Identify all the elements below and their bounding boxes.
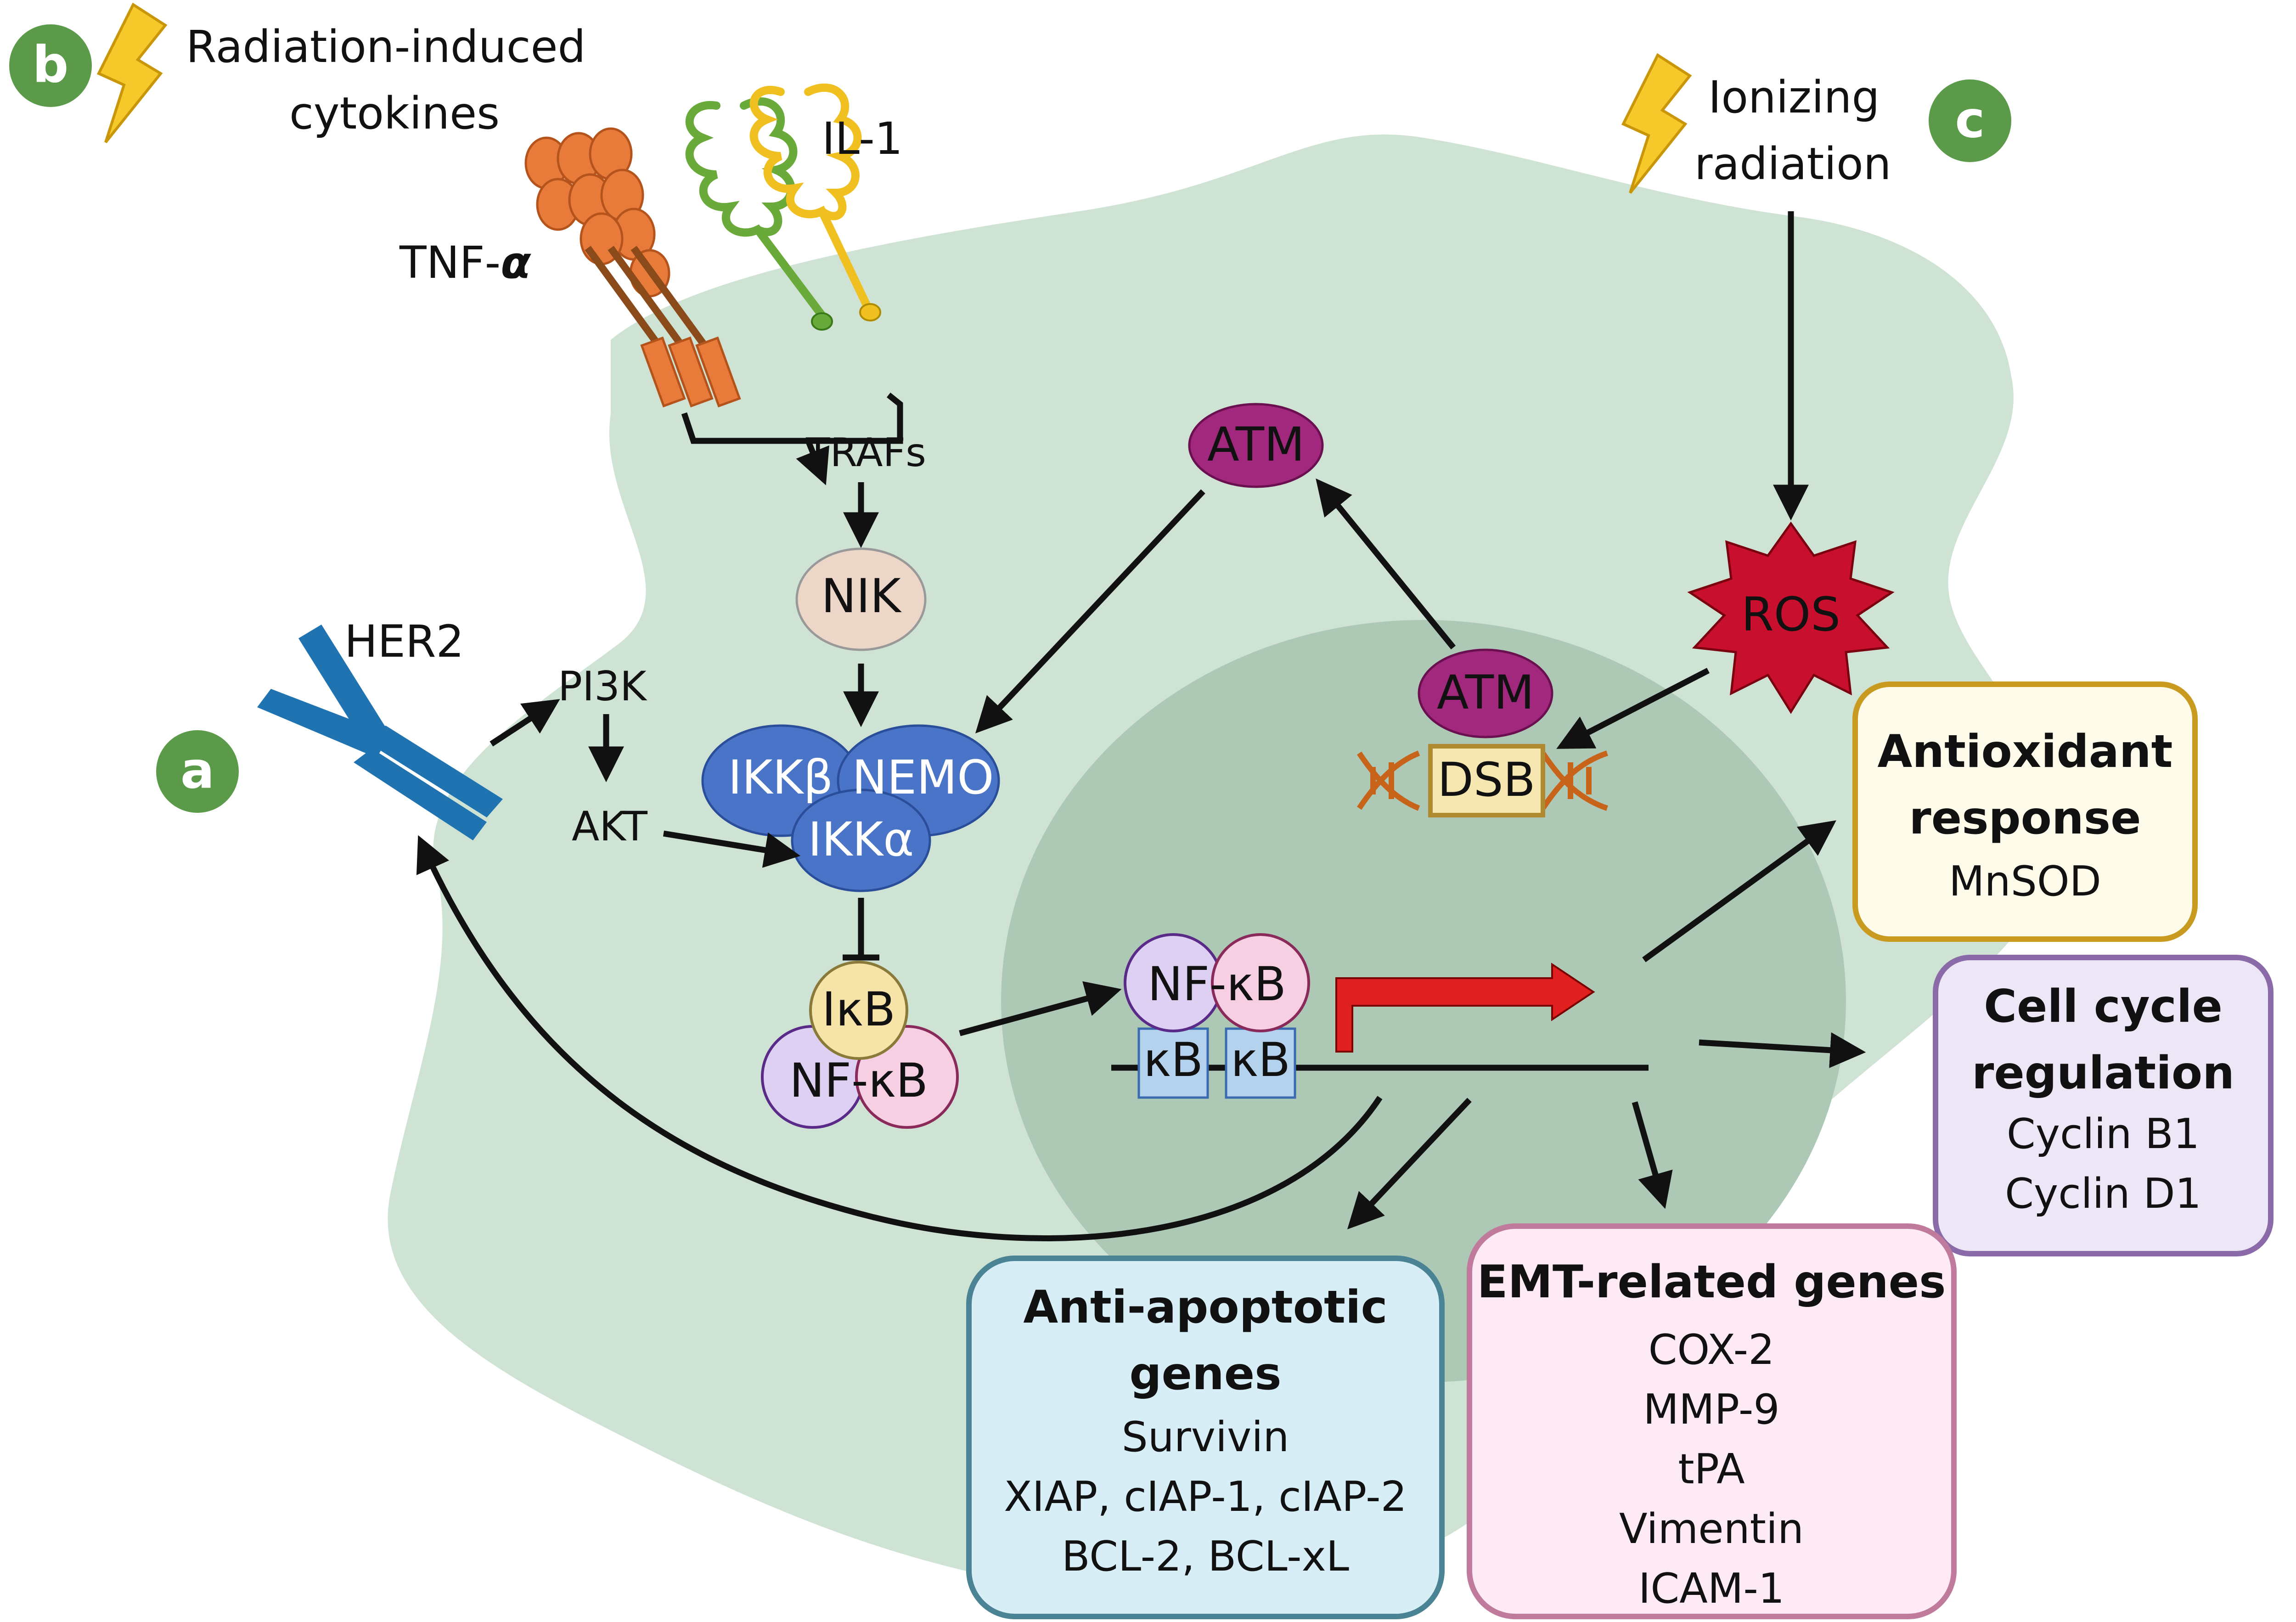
label-her2: HER2 bbox=[344, 616, 464, 667]
arrow-to-anti-apoptotic bbox=[1347, 1098, 1472, 1230]
box-antioxidant: Antioxidant response MnSOD bbox=[1852, 681, 2198, 942]
svg-text:ROS: ROS bbox=[1741, 587, 1840, 642]
svg-text:genes: genes bbox=[1129, 1348, 1281, 1400]
ikb-nfkb-complex: IκB NF-κB bbox=[761, 961, 959, 1129]
svg-text:response: response bbox=[1909, 792, 2141, 845]
svg-text:Cell cycle: Cell cycle bbox=[1984, 980, 2223, 1033]
nemo-label: NEMO bbox=[852, 750, 994, 805]
svg-text:b: b bbox=[33, 35, 69, 94]
arrow-to-cell-cycle bbox=[1699, 1032, 1866, 1068]
kb-site-2: κB bbox=[1231, 1033, 1290, 1087]
arrow-nfkb-translocation bbox=[959, 981, 1122, 1036]
tnf-receptor bbox=[524, 127, 741, 408]
svg-text:COX-2: COX-2 bbox=[1649, 1326, 1775, 1374]
dsb-node: DSB bbox=[1428, 744, 1545, 817]
arrow-receptor-trafs bbox=[796, 439, 829, 485]
svg-text:ICAM-1: ICAM-1 bbox=[1638, 1565, 1784, 1613]
transcription-arrow bbox=[1335, 963, 1595, 1053]
label-radiation-cytokines-2: cytokines bbox=[289, 88, 500, 139]
svg-text:regulation: regulation bbox=[1972, 1047, 2234, 1099]
arrow-feedback-her2 bbox=[416, 835, 1383, 1242]
arrow-akt-ikk bbox=[663, 830, 801, 868]
arrow-atm-ikk bbox=[975, 489, 1205, 734]
panel-badge-a: a bbox=[156, 730, 239, 813]
svg-text:c: c bbox=[1955, 90, 1985, 149]
label-radiation: radiation bbox=[1694, 138, 1891, 190]
arrow-to-antioxidant bbox=[1642, 820, 1836, 963]
label-akt: AKT bbox=[572, 803, 648, 850]
svg-text:XIAP, cIAP-1, cIAP-2: XIAP, cIAP-1, cIAP-2 bbox=[1004, 1473, 1407, 1521]
nfkb-cyto-label: NF-κB bbox=[789, 1053, 928, 1108]
atm-node-top: ATM bbox=[1188, 403, 1324, 488]
ros-node: ROS bbox=[1687, 521, 1895, 714]
il1-receptor bbox=[685, 83, 881, 331]
lightning-icon bbox=[96, 2, 168, 143]
svg-text:Cyclin D1: Cyclin D1 bbox=[2005, 1170, 2201, 1218]
svg-text:tPA: tPA bbox=[1678, 1445, 1745, 1493]
svg-text:a: a bbox=[180, 741, 214, 800]
label-ionizing: Ionizing bbox=[1708, 72, 1880, 123]
svg-text:Antioxidant: Antioxidant bbox=[1877, 726, 2172, 778]
panel-badge-c: c bbox=[1929, 79, 2011, 162]
label-radiation-cytokines-1: Radiation-induced bbox=[186, 21, 585, 73]
ikk-alpha-label: IKKα bbox=[808, 812, 914, 867]
arrow-ros-dsb bbox=[1556, 668, 1710, 749]
svg-text:MMP-9: MMP-9 bbox=[1643, 1385, 1779, 1434]
kb-site-1: κB bbox=[1143, 1033, 1203, 1087]
svg-text:Survivin: Survivin bbox=[1122, 1413, 1289, 1461]
receptor-bracket bbox=[681, 392, 903, 444]
svg-text:EMT-related genes: EMT-related genes bbox=[1477, 1256, 1946, 1308]
ikk-beta-label: IKKβ bbox=[728, 750, 833, 805]
her2-receptor bbox=[257, 625, 503, 840]
svg-text:NIK: NIK bbox=[821, 569, 902, 624]
ikk-complex: IKKβ NEMO IKKα bbox=[701, 724, 1000, 892]
nik-node: NIK bbox=[795, 547, 927, 651]
svg-text:Cyclin B1: Cyclin B1 bbox=[2007, 1110, 2200, 1158]
ikb-label: IκB bbox=[822, 982, 895, 1037]
box-emt: EMT-related genes COX-2 MMP-9 tPA Viment… bbox=[1467, 1223, 1957, 1619]
panel-badge-b: b bbox=[9, 24, 92, 107]
svg-text:Anti-apoptotic: Anti-apoptotic bbox=[1023, 1281, 1387, 1334]
arrow-atm-activation bbox=[1316, 478, 1456, 650]
label-trafs: TRAFs bbox=[805, 430, 926, 476]
svg-text:BCL-2, BCL-xL: BCL-2, BCL-xL bbox=[1062, 1532, 1349, 1581]
svg-text:DSB: DSB bbox=[1437, 753, 1535, 807]
label-il1: IL-1 bbox=[822, 113, 903, 164]
nfkb-nuc-label: NF-κB bbox=[1148, 957, 1286, 1012]
arrow-her2-pi3k bbox=[490, 699, 560, 747]
label-pi3k: PI3K bbox=[558, 663, 647, 710]
box-cell-cycle: Cell cycle regulation Cyclin B1 Cyclin D… bbox=[1933, 955, 2273, 1256]
dna-strand-icon bbox=[1357, 750, 1608, 811]
svg-text:ATM: ATM bbox=[1437, 665, 1534, 720]
lightning-icon bbox=[1621, 53, 1692, 194]
arrow-to-emt bbox=[1632, 1101, 1673, 1209]
svg-text:Vimentin: Vimentin bbox=[1619, 1505, 1804, 1553]
label-tnf: TNF-α bbox=[399, 237, 531, 288]
box-anti-apoptotic: Anti-apoptotic genes Survivin XIAP, cIAP… bbox=[966, 1256, 1445, 1619]
svg-text:MnSOD: MnSOD bbox=[1949, 857, 2101, 906]
nfkb-nuclear-complex: κB κB NF-κB bbox=[1124, 933, 1310, 1099]
atm-node-bottom: ATM bbox=[1418, 648, 1553, 738]
svg-text:ATM: ATM bbox=[1207, 417, 1305, 472]
